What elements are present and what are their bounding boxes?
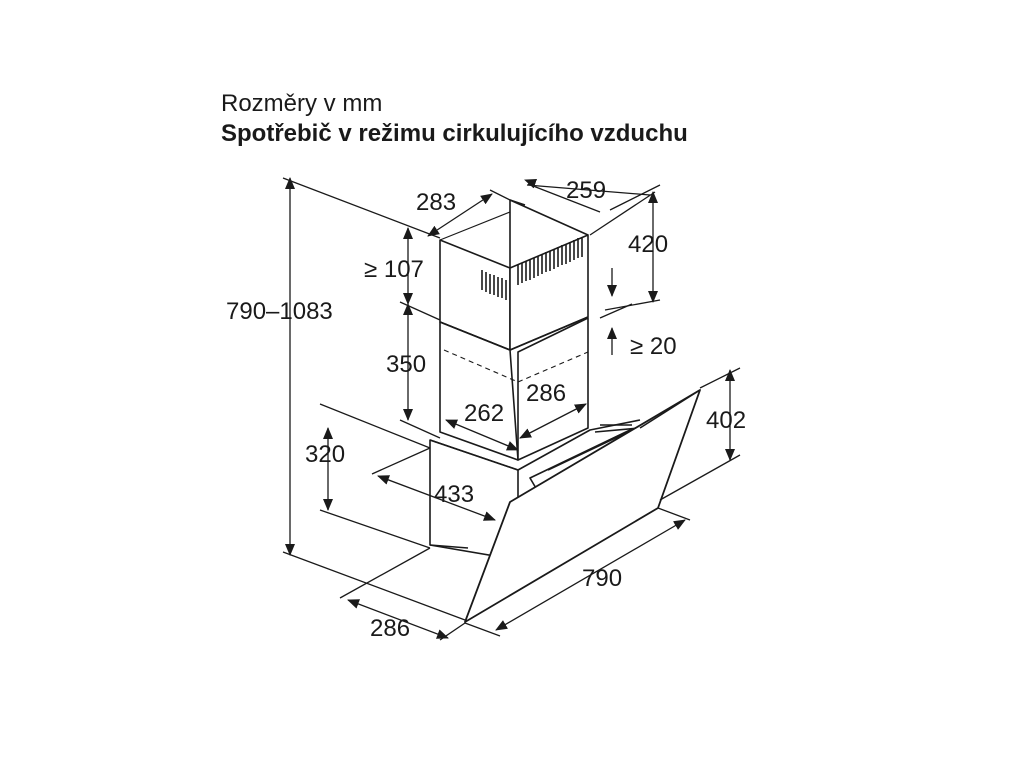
label-glass-height: 402 — [706, 407, 746, 434]
label-min-top-gap: ≥ 107 — [364, 256, 424, 283]
upper-chimney — [439, 199, 589, 351]
label-inner-width: 286 — [526, 380, 566, 407]
label-chimney-depth: 283 — [416, 189, 456, 216]
label-overall-depth: 286 — [370, 615, 410, 642]
label-lower-chimney-height: 350 — [386, 351, 426, 378]
label-body-depth: 433 — [434, 481, 474, 508]
label-overall-width: 790 — [582, 565, 622, 592]
diagram-title: Spotřebič v režimu cirkulujícího vzduchu — [221, 120, 688, 147]
label-min-overlap: ≥ 20 — [630, 333, 677, 360]
label-inner-depth: 262 — [464, 400, 504, 427]
vent-slots — [481, 237, 583, 300]
label-total-height: 790–1083 — [226, 298, 333, 325]
label-body-height: 320 — [305, 441, 345, 468]
label-chimney-width: 259 — [566, 177, 606, 204]
dimension-labels: 790–1083 283 259 420 ≥ 107 350 ≥ 20 286 … — [226, 177, 746, 642]
dimension-lines — [282, 177, 741, 641]
units-caption: Rozměry v mm — [221, 90, 383, 117]
label-upper-chimney-height: 420 — [628, 231, 668, 258]
